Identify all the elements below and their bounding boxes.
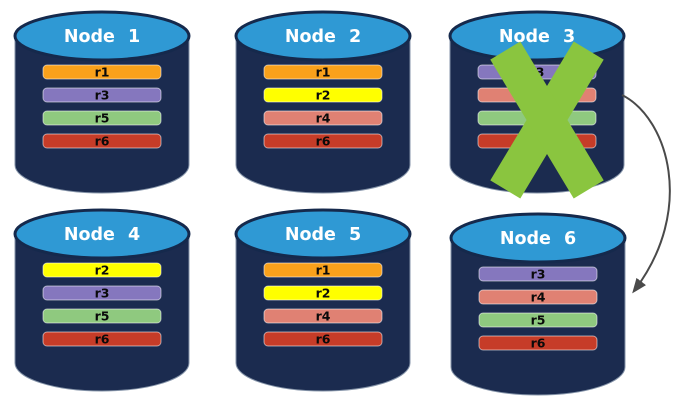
record-bar (42, 133, 162, 149)
database-cylinder-icon: Node 6 r3 r4 r5 r6 (449, 212, 627, 396)
node-1: Node 1 r1 r3 r5 r6 (12, 8, 192, 198)
node-title: Node 5 (285, 225, 361, 245)
record-label: r5 (95, 309, 110, 324)
record-label: r3 (95, 286, 110, 301)
record-bar (42, 87, 162, 103)
node-title: Node 6 (500, 229, 576, 249)
node-title: Node 4 (64, 225, 140, 245)
record-bar (42, 262, 162, 278)
record-label: r4 (316, 309, 331, 324)
cylinder-top (234, 208, 412, 260)
record-label: r2 (316, 88, 331, 103)
record-bar (263, 133, 383, 149)
record-bar (263, 285, 383, 301)
record-bar (42, 285, 162, 301)
record-bar (42, 64, 162, 80)
record-label: r2 (95, 263, 110, 278)
failover-arrow-path (621, 94, 671, 294)
record-label: r6 (95, 332, 110, 347)
node-title: Node 1 (64, 27, 140, 47)
database-cylinder-icon: Node 2 r1 r2 r4 r6 (234, 10, 412, 194)
cylinder-top (13, 10, 191, 62)
failed-x-icon (490, 41, 604, 199)
node-4: Node 4 r2 r3 r5 r6 (12, 206, 192, 396)
node-2: Node 2 r1 r2 r4 r6 (233, 8, 413, 198)
record-bar (478, 266, 598, 282)
cylinder-top (234, 10, 412, 62)
record-bar (42, 110, 162, 126)
database-cylinder-icon: Node 4 r2 r3 r5 r6 (13, 208, 191, 392)
record-label: r5 (95, 111, 110, 126)
node-title: Node 3 (499, 27, 575, 47)
record-label: r6 (316, 332, 331, 347)
record-label: r6 (95, 134, 110, 149)
record-bar (478, 335, 598, 351)
record-bar (263, 331, 383, 347)
record-label: r3 (531, 267, 546, 282)
database-cylinder-icon: Node 5 r1 r2 r4 r6 (234, 208, 412, 392)
record-bar (263, 110, 383, 126)
cylinder-top (13, 208, 191, 260)
node-3-failed: Node 3r3r4r5r6 (447, 8, 627, 199)
record-bar (478, 289, 598, 305)
record-label: r2 (316, 286, 331, 301)
record-bar (42, 331, 162, 347)
record-label: r1 (316, 263, 331, 278)
record-bar (263, 64, 383, 80)
node-6: Node 6 r3 r4 r5 r6 (448, 210, 628, 400)
record-label: r1 (95, 65, 110, 80)
record-label: r4 (531, 290, 546, 305)
record-bar (42, 308, 162, 324)
node-5: Node 5 r1 r2 r4 r6 (233, 206, 413, 396)
record-bar (478, 312, 598, 328)
record-label: r6 (316, 134, 331, 149)
node-title: Node 2 (285, 27, 361, 47)
database-cylinder-icon: Node 3r3r4r5r6 (448, 10, 626, 199)
record-label: r6 (531, 336, 546, 351)
record-bar (263, 87, 383, 103)
database-cylinder-icon: Node 1 r1 r3 r5 r6 (13, 10, 191, 194)
record-label: r1 (316, 65, 331, 80)
record-label: r4 (316, 111, 331, 126)
record-label: r5 (531, 313, 546, 328)
record-label: r3 (95, 88, 110, 103)
record-bar (263, 262, 383, 278)
record-bar (263, 308, 383, 324)
